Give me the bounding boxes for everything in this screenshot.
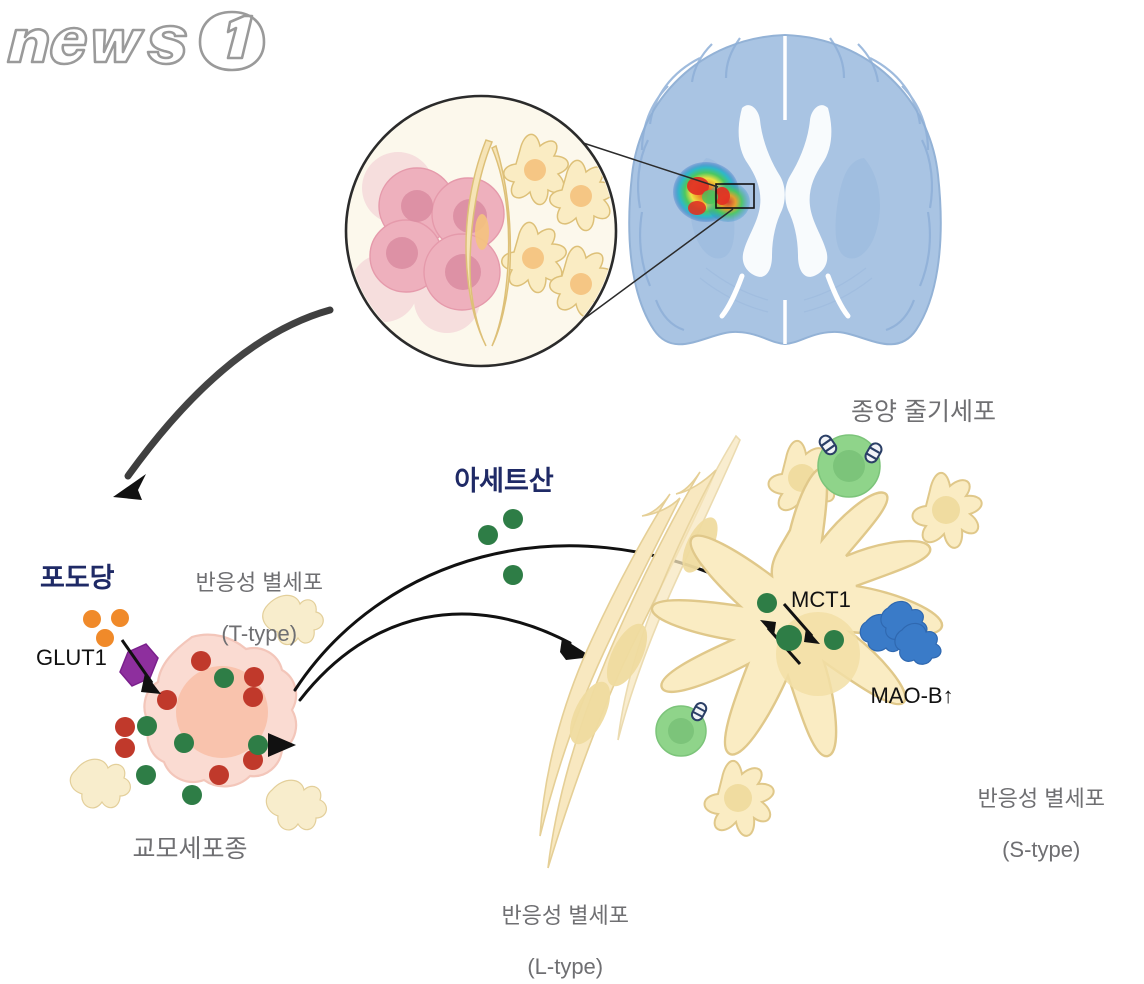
tumor-roi-box	[715, 183, 755, 209]
news1-watermark	[6, 10, 266, 72]
glut1-label: GLUT1	[36, 645, 107, 670]
t-type-astrocyte-label-main: 반응성 별세포	[195, 570, 324, 596]
tumor-stem-cell-upper	[817, 434, 883, 498]
tumor-stem-cell-label: 종양 줄기세포	[851, 398, 996, 426]
glioblastoma-nucleus	[176, 666, 268, 758]
s-type-astrocyte-label-main: 반응성 별세포	[977, 786, 1106, 812]
l-type-astrocyte-label-sub: (L-type)	[527, 953, 604, 979]
l-type-astrocyte-label: 반응성 별세포 (L-type)	[477, 878, 629, 984]
maob-label-text: MAO-B	[870, 683, 943, 709]
t-type-astrocyte-label-sub: (T-type)	[221, 620, 298, 646]
inset-tumor-cells	[350, 152, 505, 333]
inset-astrocyte-nuclei	[475, 159, 592, 295]
acetate-molecules	[478, 509, 523, 585]
s-type-astrocyte-label: 반응성 별세포 (S-type)	[953, 761, 1105, 887]
maob-up-arrow-icon: ↑	[942, 683, 954, 709]
t-type-astrocyte-label: 반응성 별세포 (T-type)	[171, 545, 323, 671]
glucose-label: 포도당	[40, 563, 115, 593]
glucose-molecules	[83, 609, 129, 647]
small-astrocyte-nuclei	[724, 464, 960, 812]
arrow-inset-to-glioblastoma	[113, 306, 334, 500]
glut1-transporter	[119, 639, 161, 694]
magnified-inset-circle	[344, 94, 618, 368]
maob-enzyme	[859, 600, 942, 665]
mct1-label: MCT1	[791, 587, 851, 612]
inset-connector-lines	[570, 138, 734, 322]
glioblastoma-granules	[115, 651, 268, 805]
maob-label: MAO-B↑	[846, 658, 954, 734]
l-type-astrocyte-label-main: 반응성 별세포	[501, 903, 630, 929]
acetate-in-astrocyte	[757, 593, 844, 651]
acetate-label: 아세트산	[454, 466, 554, 496]
s-type-astrocyte-label-sub: (S-type)	[1002, 836, 1081, 862]
efflux-marker-triangle	[268, 733, 296, 757]
mct1-transport-arrows	[760, 603, 820, 665]
glioblastoma-cell	[69, 594, 327, 831]
tumor-stem-cell-lower	[655, 702, 708, 757]
glioblastoma-label: 교모세포종	[132, 835, 248, 863]
t-type-astrocyte-fragments	[69, 594, 327, 831]
